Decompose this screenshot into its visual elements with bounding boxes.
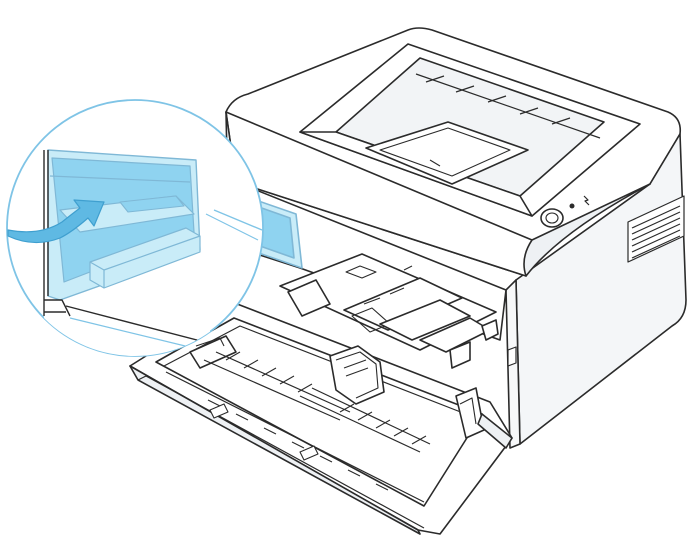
paper-feed-plate [279,253,499,369]
printer-front-corner [523,183,651,277]
output-paper-guide [365,121,529,185]
side-connector [507,346,517,367]
output-tray-recess [299,43,641,217]
status-led-icon [569,203,575,209]
callout-guide-tab [89,227,201,289]
callout-leader-line [213,209,263,231]
insert-arrow-icon [7,199,105,244]
callout-detail [6,99,264,357]
indicator-symbol-icon [583,195,590,206]
tray-left-guide[interactable] [189,335,237,369]
paper-tray-front-lip [129,365,421,535]
paper-tray[interactable] [129,301,513,535]
control-panel [540,195,590,228]
side-vent [627,195,685,263]
tray-length-guide[interactable] [329,345,385,405]
